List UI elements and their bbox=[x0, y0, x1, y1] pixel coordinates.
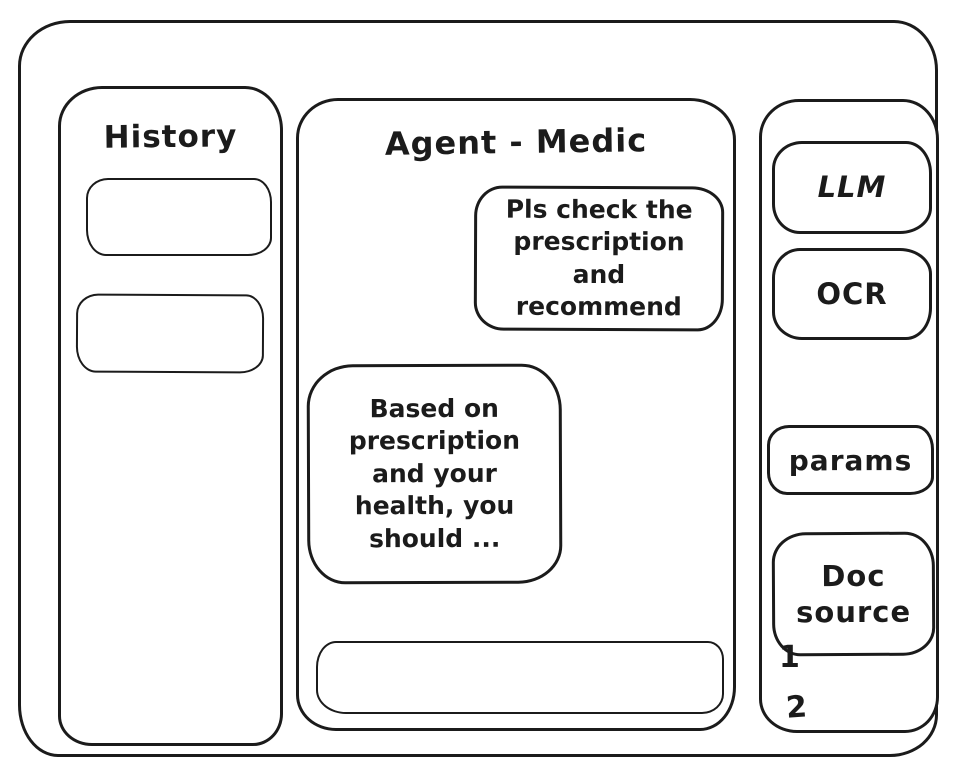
message-input[interactable] bbox=[316, 641, 724, 714]
app-window-frame: History Agent - Medic Pls check the pres… bbox=[18, 20, 939, 757]
user-message-bubble: Pls check the prescription and recommend bbox=[473, 185, 725, 332]
chat-title: Agent - Medic bbox=[384, 121, 648, 163]
llm-button[interactable]: LLM bbox=[772, 141, 932, 234]
history-item-2[interactable] bbox=[75, 293, 265, 374]
history-title: History bbox=[103, 118, 238, 156]
tools-panel: LLM OCR params Doc source 1 2 bbox=[759, 99, 939, 733]
chat-panel: Agent - Medic Pls check the prescription… bbox=[296, 98, 736, 731]
doc-source-item-2[interactable]: 2 bbox=[784, 689, 809, 726]
assistant-message-bubble: Based on prescription and your health, y… bbox=[306, 363, 563, 585]
params-button[interactable]: params bbox=[767, 425, 934, 495]
history-panel: History bbox=[58, 86, 283, 746]
doc-source-item-1[interactable]: 1 bbox=[779, 640, 800, 675]
history-item-1[interactable] bbox=[86, 178, 272, 256]
doc-source-button[interactable]: Doc source bbox=[771, 531, 936, 657]
ocr-button[interactable]: OCR bbox=[772, 248, 932, 340]
